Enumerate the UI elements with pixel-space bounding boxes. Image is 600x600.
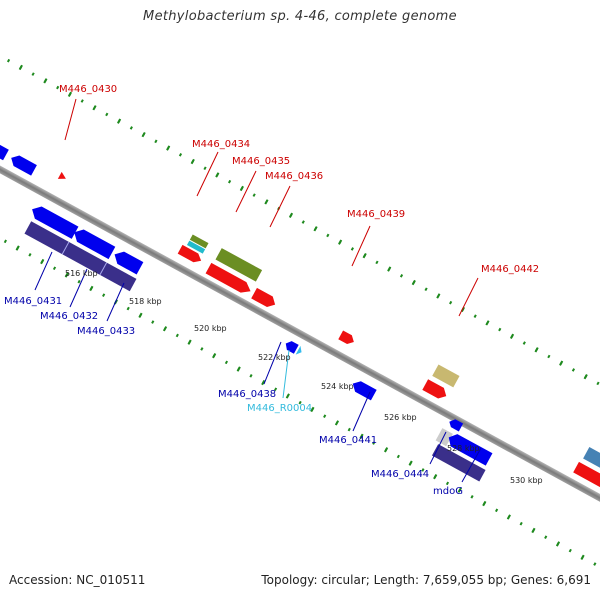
gene-label-forward[interactable]: M446_0442 (481, 264, 539, 275)
inner-dotted-track (0, 192, 600, 589)
accession-text: Accession: NC_010511 (9, 573, 146, 587)
gene-label-rna[interactable]: M446_R0004 (247, 403, 312, 414)
gene-arrow[interactable] (422, 379, 449, 401)
leader-line (64, 98, 77, 141)
gene-label-reverse[interactable]: M446_0432 (40, 311, 98, 322)
gene-arrow[interactable] (283, 339, 299, 354)
gene-divider (61, 241, 70, 255)
gene-label-reverse[interactable]: M446_0433 (77, 326, 135, 337)
tick-label: 522 kbp (258, 353, 291, 362)
outer-tick-marks (0, 51, 600, 450)
leader-line (106, 282, 125, 322)
tick-label: 516 kbp (65, 269, 98, 278)
leader-line (351, 225, 371, 267)
gene-block[interactable] (215, 248, 263, 282)
gene-label-forward[interactable]: M446_0436 (265, 171, 323, 182)
gene-label-reverse[interactable]: M446_0438 (218, 389, 276, 400)
gene-block[interactable] (431, 444, 486, 482)
gene-block[interactable] (432, 364, 460, 388)
gene-arrow[interactable] (71, 226, 116, 260)
gene-arrow[interactable] (111, 248, 144, 275)
gene-label-reverse[interactable]: M446_0431 (4, 296, 62, 307)
leader-line (34, 251, 53, 291)
gene-arrow[interactable] (0, 140, 9, 161)
tick-label: 520 kbp (194, 324, 227, 333)
gene-arrow[interactable] (29, 203, 79, 239)
leader-line (196, 151, 219, 197)
gene-block[interactable] (24, 221, 137, 292)
tick-label: 526 kbp (384, 413, 417, 422)
gene-arrow[interactable] (205, 262, 254, 297)
leader-line (69, 268, 88, 308)
gene-label-forward[interactable]: M446_0434 (192, 139, 250, 150)
leader-line (458, 277, 479, 317)
inner-tick-marks (0, 191, 600, 590)
tick-label: 524 kbp (321, 382, 354, 391)
gene-label-forward[interactable]: M446_0439 (347, 209, 405, 220)
gene-arrow[interactable] (177, 244, 204, 265)
leader-line (269, 185, 291, 228)
gene-divider (99, 262, 108, 276)
gene-label-reverse[interactable]: M446_0444 (371, 469, 429, 480)
gene-arrow[interactable] (445, 431, 493, 466)
gene-arrow[interactable] (350, 378, 377, 401)
gene-arrow[interactable] (573, 461, 600, 496)
gene-arrow[interactable] (8, 153, 37, 176)
leader-line (263, 341, 282, 385)
gene-block[interactable] (583, 447, 600, 481)
map-title: Methylobacterium sp. 4-46, complete geno… (143, 9, 457, 24)
gene-label-forward[interactable]: M446_0435 (232, 156, 290, 167)
leader-line (235, 170, 257, 213)
gene-label-reverse[interactable]: M446_0441 (319, 435, 377, 446)
gene-arrow[interactable] (57, 171, 68, 182)
outer-dotted-track (0, 52, 600, 449)
leader-line (282, 349, 290, 399)
leader-line (461, 447, 482, 483)
gene-arrow[interactable] (338, 330, 356, 346)
leader-line (429, 431, 447, 465)
genome-summary: Topology: circular; Length: 7,659,055 bp… (261, 573, 591, 587)
gene-block[interactable] (435, 428, 453, 447)
gene-arrow[interactable] (447, 417, 464, 432)
gene-label-reverse[interactable]: mdoG (433, 486, 463, 497)
gene-block[interactable] (186, 240, 206, 254)
gene-block[interactable] (189, 234, 209, 249)
tick-label: 528 kbp (447, 444, 480, 453)
tick-label: 518 kbp (129, 297, 162, 306)
rna-gene[interactable] (295, 345, 304, 357)
gene-arrow[interactable] (251, 287, 278, 310)
tick-label: 530 kbp (510, 476, 543, 485)
leader-line (352, 391, 371, 432)
genome-backbone (0, 137, 600, 538)
gene-label-forward[interactable]: M446_0430 (59, 84, 117, 95)
